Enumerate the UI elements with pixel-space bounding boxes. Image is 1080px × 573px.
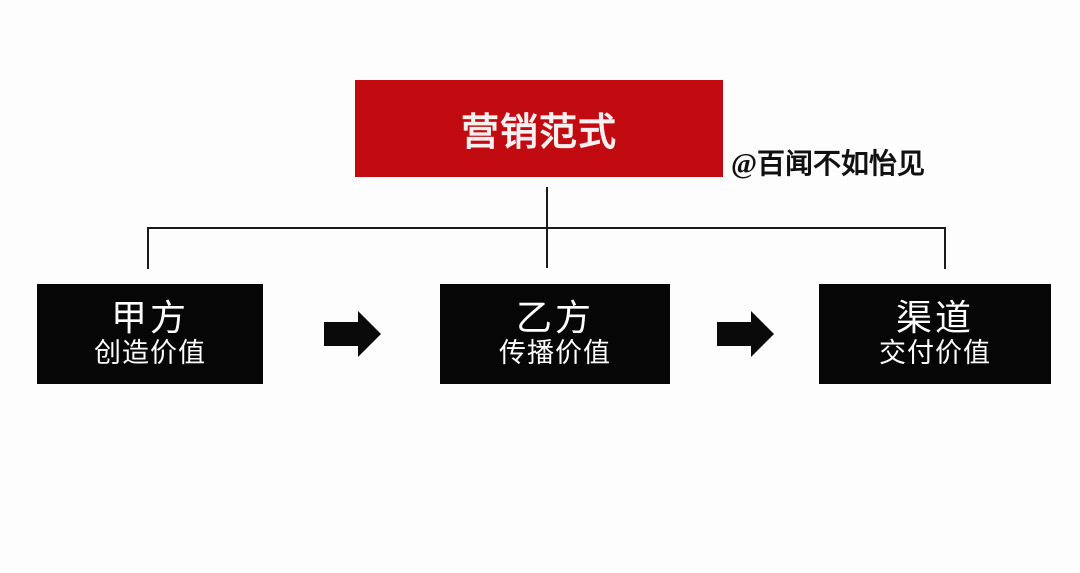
diagram-title: 营销范式: [460, 112, 617, 154]
node-channel-title: 渠道: [895, 297, 974, 338]
node-party-b-title: 乙方: [515, 297, 594, 338]
author-watermark: @百闻不如怡见: [731, 149, 926, 180]
right-block-arrow-icon: [717, 309, 775, 359]
node-party-b-subtitle: 传播价值: [499, 338, 611, 369]
node-party-b: 乙方 传播价值: [440, 284, 670, 384]
node-party-a-title: 甲方: [110, 297, 189, 338]
node-party-a: 甲方 创造价值: [37, 284, 263, 384]
connector-right-drop-line: [944, 227, 946, 269]
right-block-arrow-icon: [324, 309, 382, 359]
connector-horizontal-line: [147, 227, 946, 229]
connector-left-drop-line: [147, 227, 149, 269]
node-channel-subtitle: 交付价值: [879, 338, 991, 369]
node-channel: 渠道 交付价值: [819, 284, 1051, 384]
marketing-paradigm-title-box: 营销范式: [355, 80, 723, 177]
node-party-a-subtitle: 创造价值: [94, 338, 206, 369]
